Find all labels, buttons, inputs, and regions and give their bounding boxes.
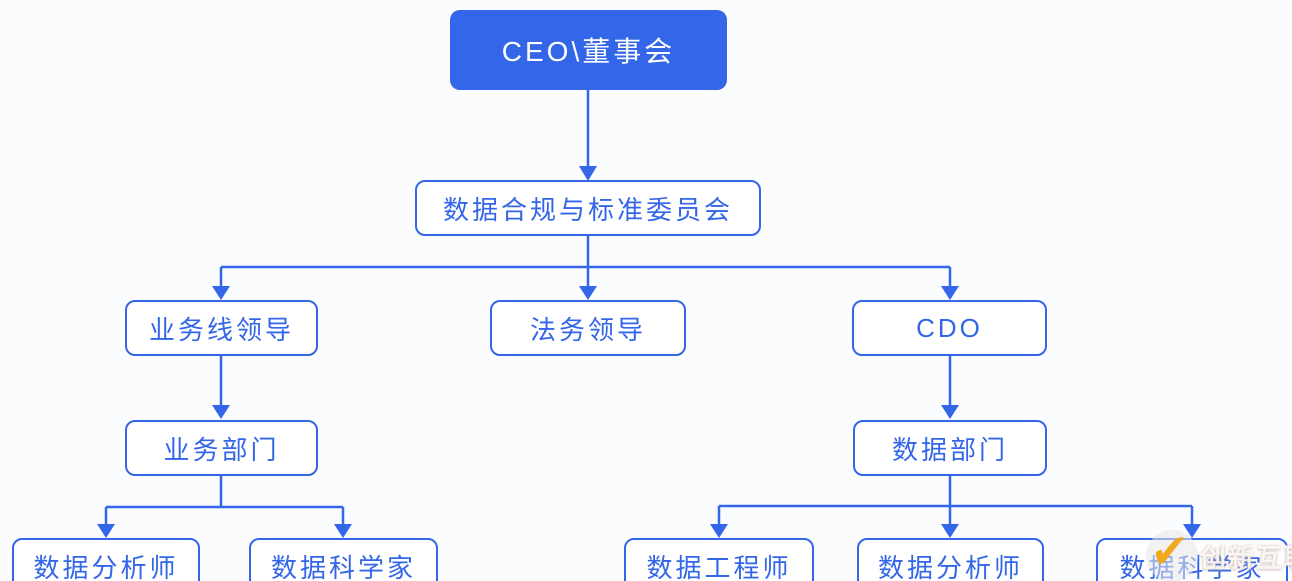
node-biz-data-analyst: 数据分析师 (12, 538, 200, 581)
node-biz-data-scientist: 数据科学家 (249, 538, 438, 581)
node-data-dept: 数据部门 (853, 420, 1047, 476)
node-data-engineer: 数据工程师 (624, 538, 814, 581)
node-business-line-lead: 业务线领导 (125, 300, 318, 356)
node-legal-lead: 法务领导 (490, 300, 686, 356)
node-data-compliance-committee: 数据合规与标准委员会 (415, 180, 761, 236)
node-cdo: CDO (852, 300, 1047, 356)
node-business-dept: 业务部门 (125, 420, 318, 476)
node-ceo: CEO\董事会 (450, 10, 727, 90)
node-dept-data-scientist: 数据科学家 (1096, 538, 1288, 581)
node-dept-data-analyst: 数据分析师 (857, 538, 1044, 581)
